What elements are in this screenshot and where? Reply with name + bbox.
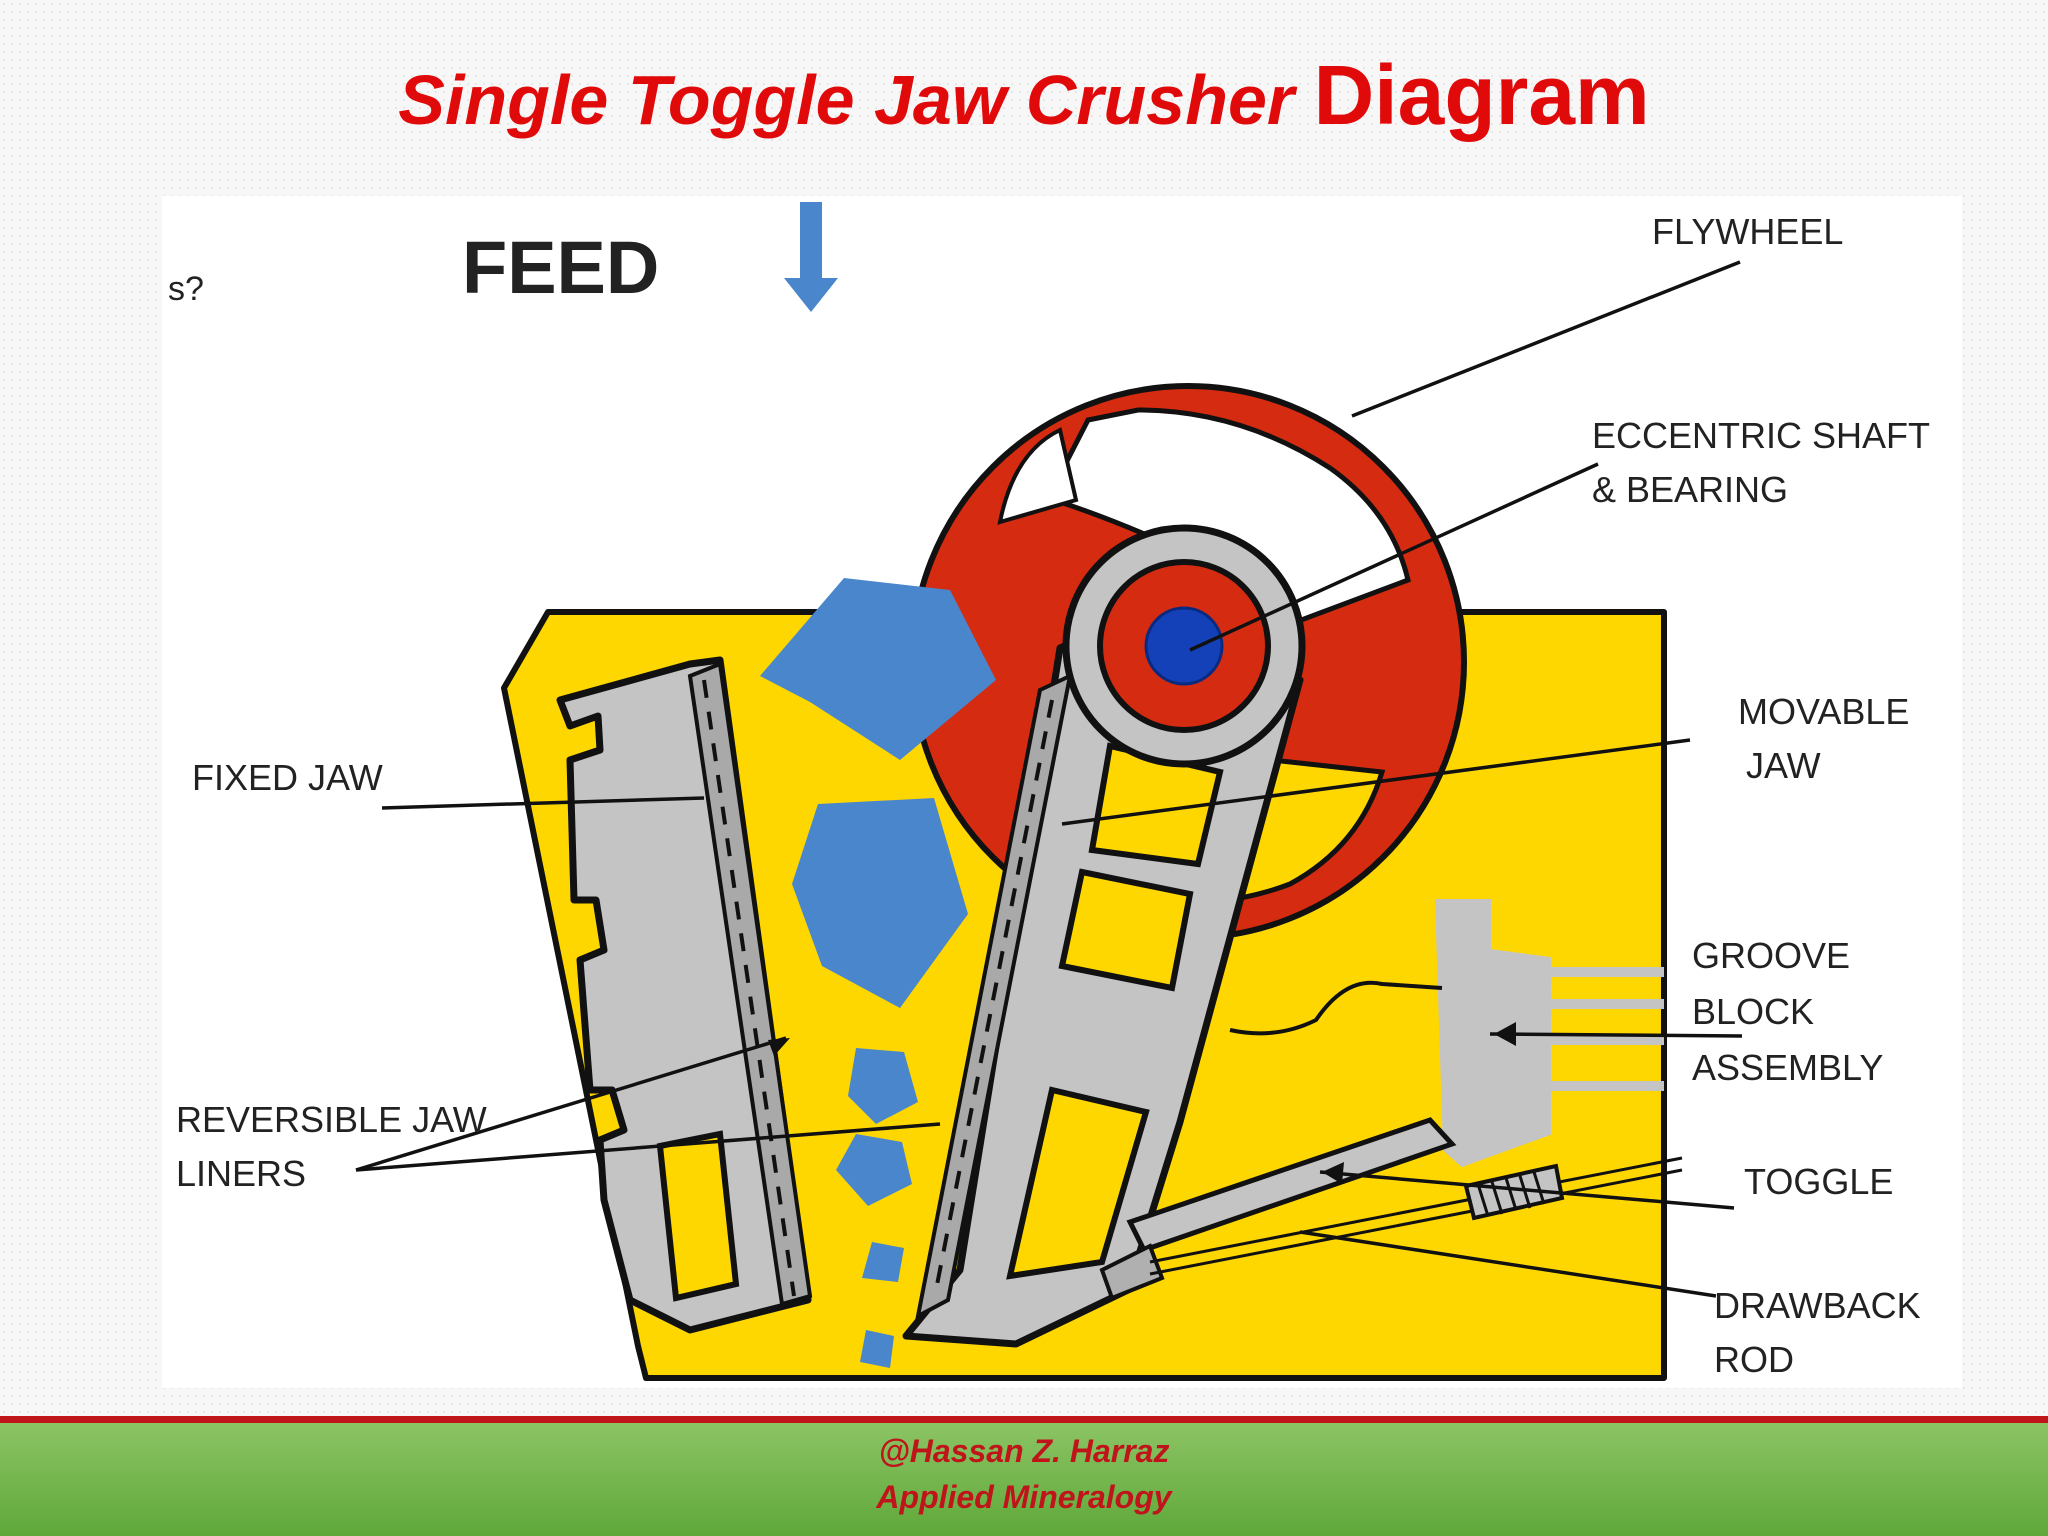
fixed-jaw <box>556 656 813 1334</box>
footer-divider <box>0 1416 2048 1423</box>
footer-course: Applied Mineralogy <box>876 1479 1172 1515</box>
footer-band: @Hassan Z. Harraz Applied Mineralogy <box>0 1423 2048 1536</box>
jaw-crusher-diagram: FEED s? <box>162 196 1962 1388</box>
drawback-rod <box>1149 1156 1683 1276</box>
feed-label: FEED <box>462 226 659 309</box>
toggle-plate <box>1099 1117 1457 1301</box>
eccentric-shaft-bearing <box>1062 524 1306 768</box>
label-toggle: TOGGLE <box>1744 1161 1893 1202</box>
label-reversible-jaw: REVERSIBLE JAW <box>176 1099 487 1140</box>
leader-arrowheads <box>768 1022 1516 1184</box>
label-drawback: DRAWBACK <box>1714 1285 1921 1326</box>
label-fixed-jaw: FIXED JAW <box>192 757 383 798</box>
corner-text: s? <box>168 270 204 308</box>
feed-arrow-icon <box>784 202 838 312</box>
page-title: Single Toggle Jaw Crusher Diagram <box>398 48 1650 142</box>
label-liners: LINERS <box>176 1153 306 1194</box>
label-flywheel: FLYWHEEL <box>1652 211 1843 252</box>
label-eccentric-shaft: ECCENTRIC SHAFT <box>1592 415 1930 456</box>
label-rod: ROD <box>1714 1339 1794 1380</box>
label-bearing: & BEARING <box>1592 469 1788 510</box>
label-block: BLOCK <box>1692 991 1814 1032</box>
label-groove: GROOVE <box>1692 935 1850 976</box>
label-assembly: ASSEMBLY <box>1692 1047 1883 1088</box>
footer-author: @Hassan Z. Harraz <box>878 1433 1170 1469</box>
label-jaw: JAW <box>1746 745 1821 786</box>
leader-lines <box>355 260 1743 1298</box>
label-movable: MOVABLE <box>1738 691 1909 732</box>
rock-pieces <box>760 578 996 1368</box>
